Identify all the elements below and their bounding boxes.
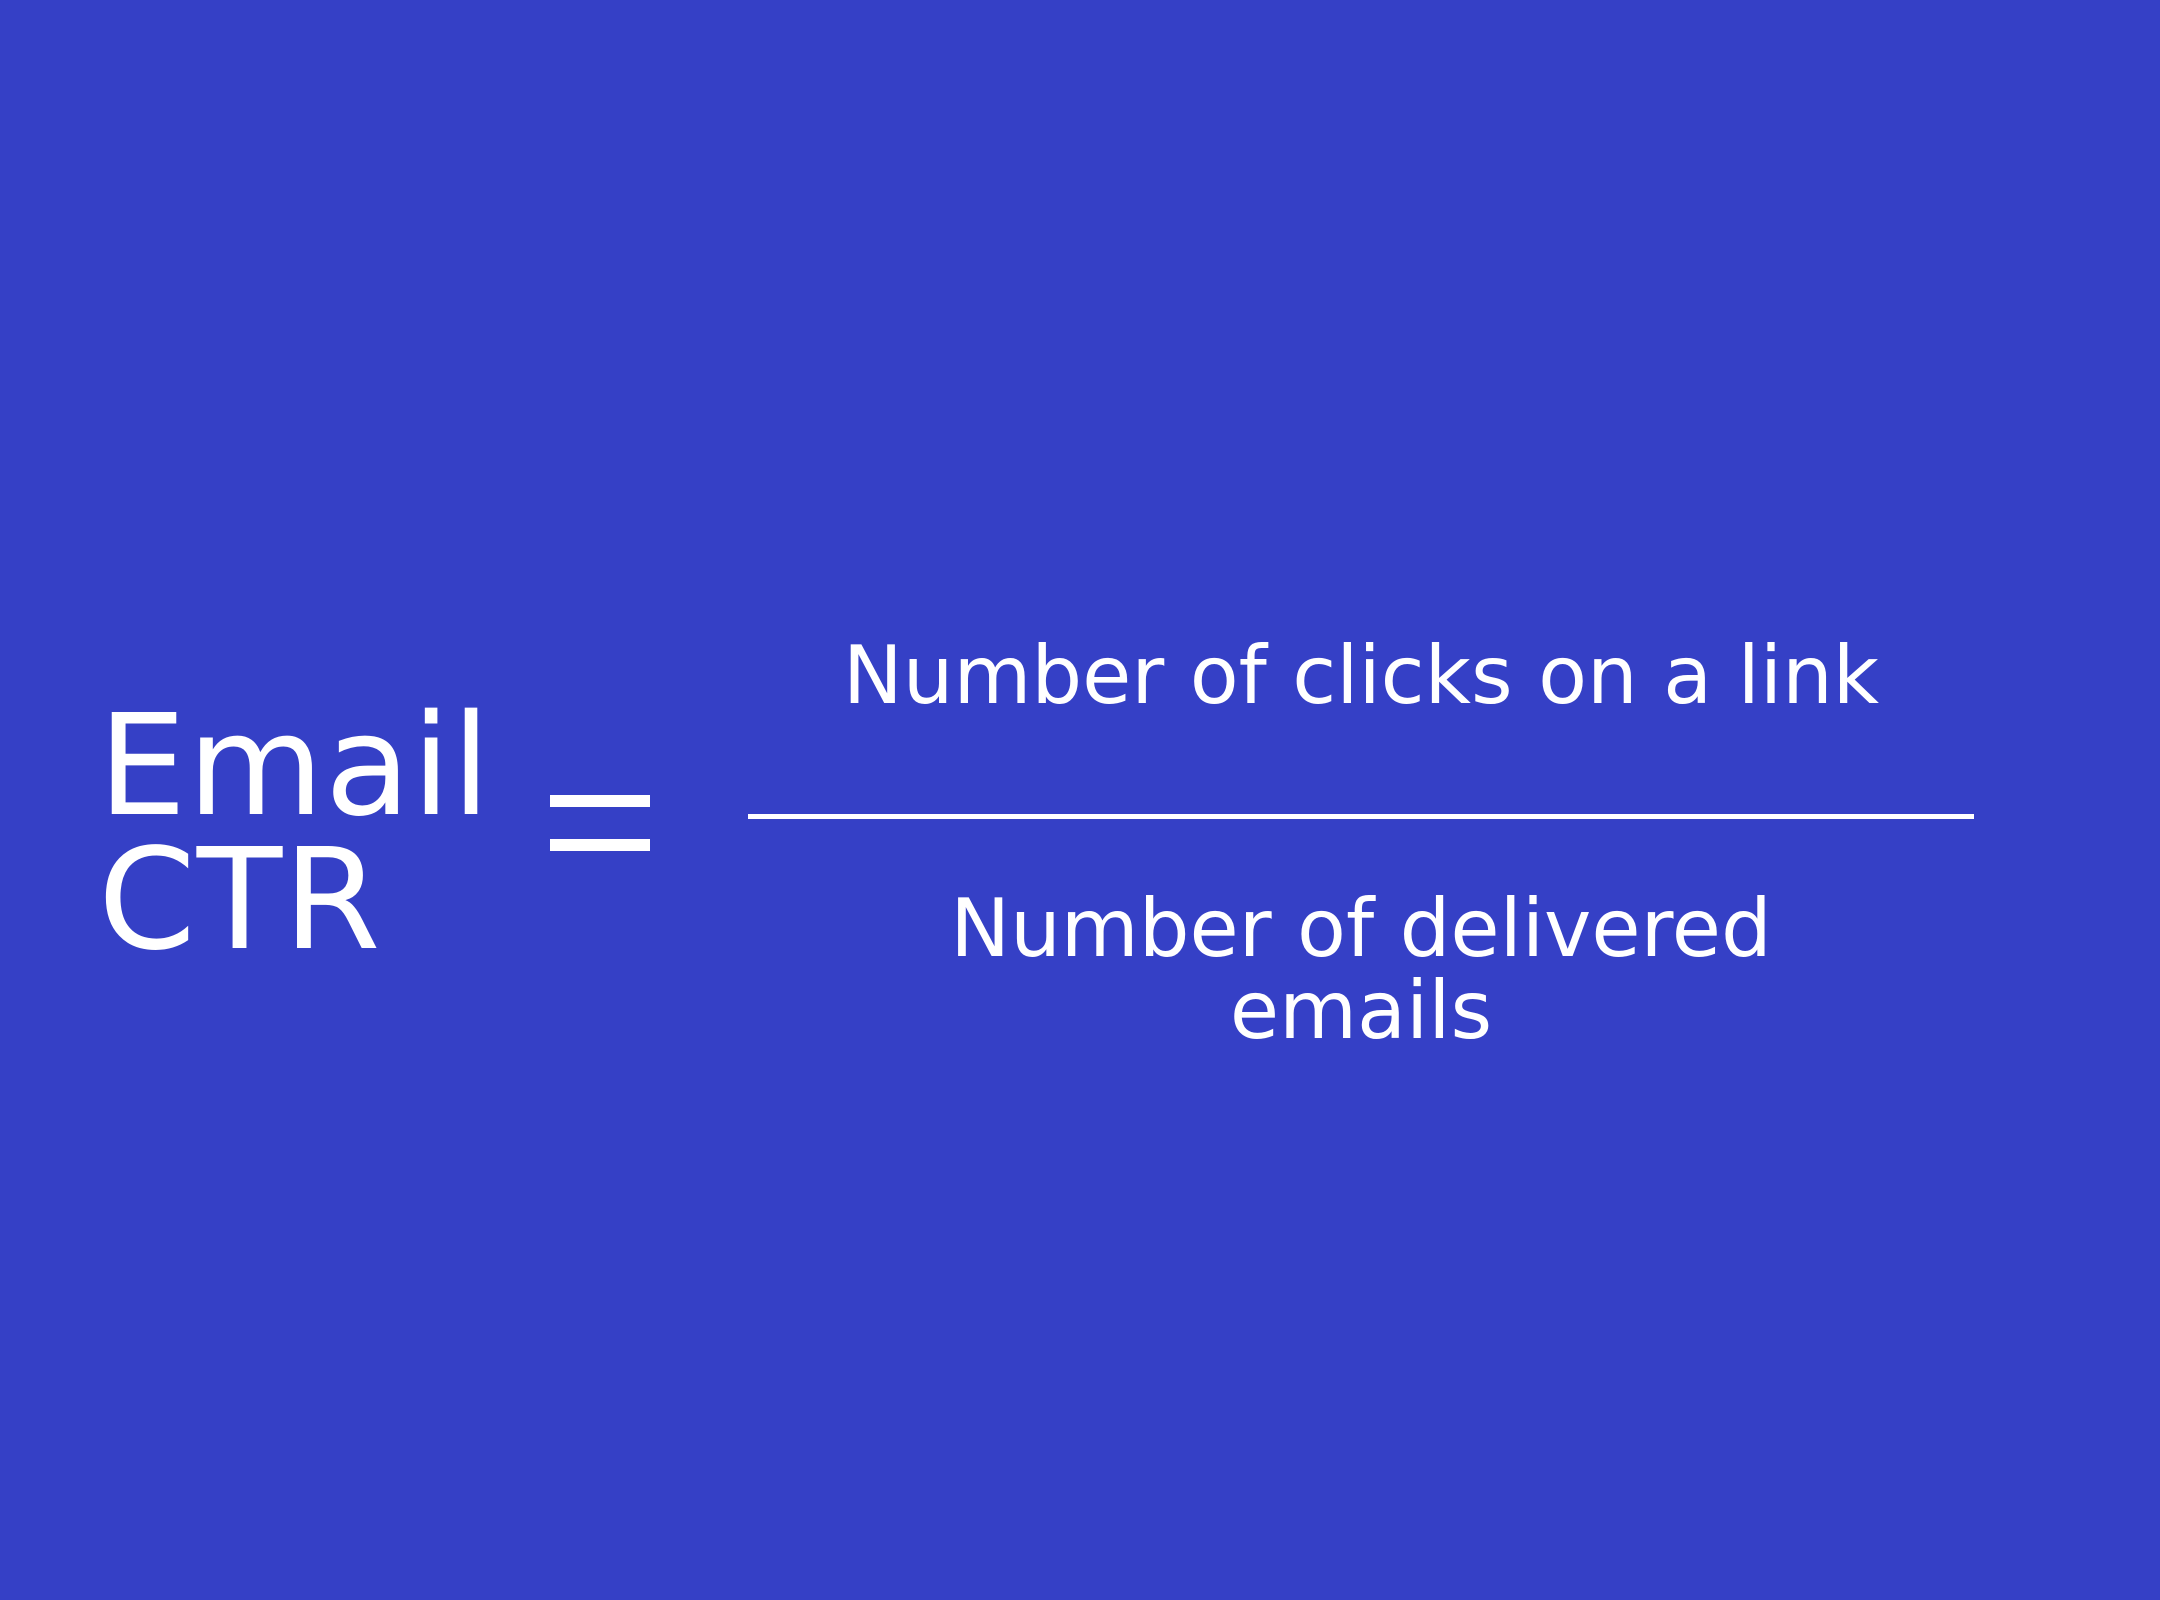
equals-bar-top	[550, 795, 650, 807]
equals-sign	[550, 795, 650, 851]
fraction-divider-line	[748, 814, 1974, 819]
fraction-denominator: Number of delivered emails	[950, 882, 1772, 1057]
fraction-numerator: Number of clicks on a link	[842, 629, 1880, 722]
lhs-line-email: Email	[98, 685, 492, 848]
equals-bar-bottom	[550, 839, 650, 851]
lhs-line-ctr: CTR	[98, 819, 382, 982]
formula-lhs-label: Email CTR	[98, 685, 492, 982]
